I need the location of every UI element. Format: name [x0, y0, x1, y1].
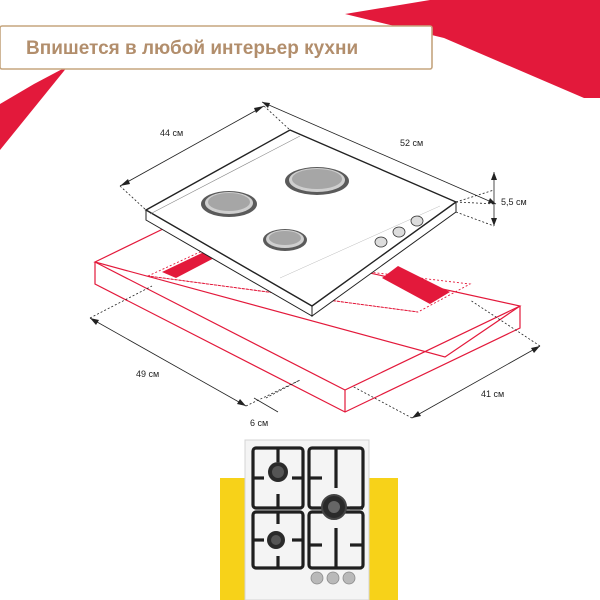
photo-burners: [267, 462, 347, 549]
burner-medium: [201, 191, 257, 217]
burner-small: [263, 229, 307, 251]
hob-lineart: [144, 129, 458, 317]
red-ribbon-left: [0, 66, 68, 150]
banner-box: [0, 25, 433, 70]
dim-label-6: 6 см: [250, 418, 268, 428]
dimension-lines: [89, 101, 541, 419]
dim-label-52: 52 см: [400, 138, 423, 148]
photo-knobs: [310, 571, 356, 585]
banner-title: Впишется в любой интерьер кухни: [26, 38, 358, 59]
grates: [251, 446, 365, 570]
cutout-outline: [146, 251, 472, 313]
dim-label-41: 41 см: [481, 389, 504, 399]
cutout-tab-left: [162, 252, 218, 278]
burner-large: [285, 167, 349, 195]
countertop: [93, 227, 522, 413]
cutout-tab-right: [382, 266, 450, 304]
knobs: [374, 215, 424, 248]
dimension-arrowheads: [90, 102, 540, 418]
dim-label-49: 49 см: [136, 369, 159, 379]
dim-label-5-5: 5,5 см: [501, 197, 527, 207]
product-photo: [220, 439, 398, 600]
red-ribbon: [345, 0, 600, 98]
dim-label-44: 44 см: [160, 128, 183, 138]
